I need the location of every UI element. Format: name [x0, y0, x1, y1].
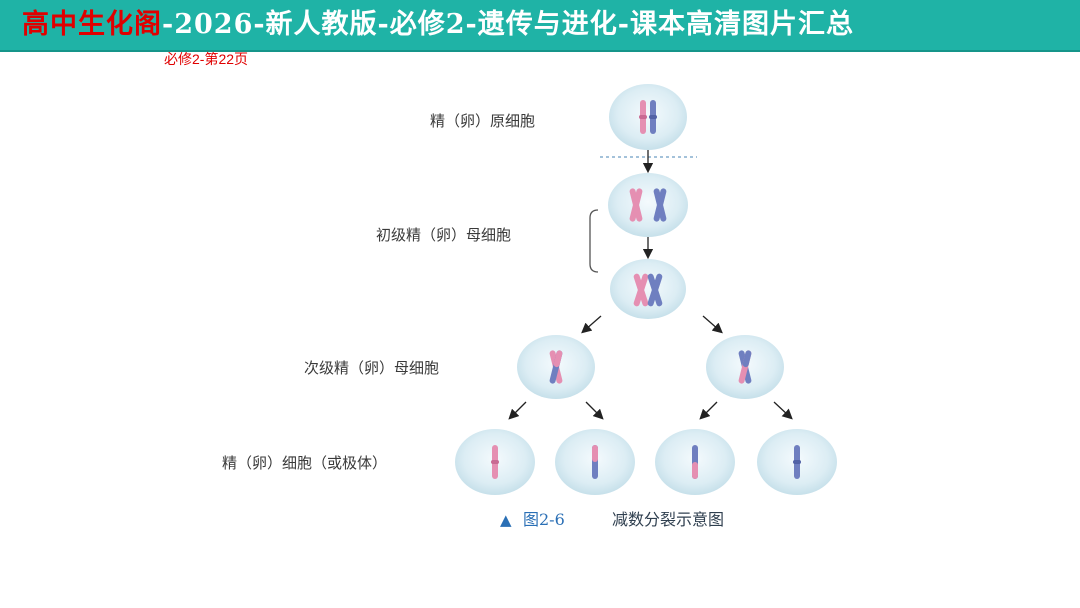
page-reference: 必修2-第22页 [164, 51, 249, 67]
arrow-gamete-4 [773, 401, 793, 420]
arrow-right-secondary [702, 315, 723, 334]
label-gametes: 精（卵）细胞（或极体） [222, 454, 387, 472]
label-primary-spermatocyte: 初级精（卵）母细胞 [376, 226, 511, 244]
arrow-gamete-3 [699, 401, 718, 420]
label-secondary-spermatocyte: 次级精（卵）母细胞 [304, 359, 439, 377]
cell-secondary-right [706, 335, 784, 399]
caption-title: 减数分裂示意图 [612, 510, 724, 529]
label-spermatogonium: 精（卵）原细胞 [430, 112, 535, 130]
cell-primary-crossover [610, 259, 686, 319]
cell-spermatogonium [609, 84, 687, 150]
cell-primary-spermatocyte [608, 173, 688, 237]
cell-gamete-1 [455, 429, 535, 495]
caption-figure-number: 图2-6 [523, 510, 565, 529]
cell-secondary-left [517, 335, 595, 399]
arrow-gamete-1 [508, 401, 527, 420]
cell-gamete-2 [555, 429, 635, 495]
cell-gamete-4 [757, 429, 837, 495]
title-banner: 高中生化阁-2026-新人教版-必修2-遗传与进化-课本高清图片汇总 [0, 0, 1080, 52]
cell-gamete-3 [655, 429, 735, 495]
banner-title: 高中生化阁-2026-新人教版-必修2-遗传与进化-课本高清图片汇总 [22, 7, 854, 43]
bracket [589, 209, 599, 273]
banner-brand: 高中生化阁 [22, 9, 162, 40]
banner-subtitle: -2026-新人教版-必修2-遗传与进化-课本高清图片汇总 [162, 9, 854, 40]
arrow-left-secondary [581, 315, 602, 334]
caption-marker-icon: ▲ [500, 511, 512, 529]
arrow-gamete-2 [585, 401, 604, 420]
